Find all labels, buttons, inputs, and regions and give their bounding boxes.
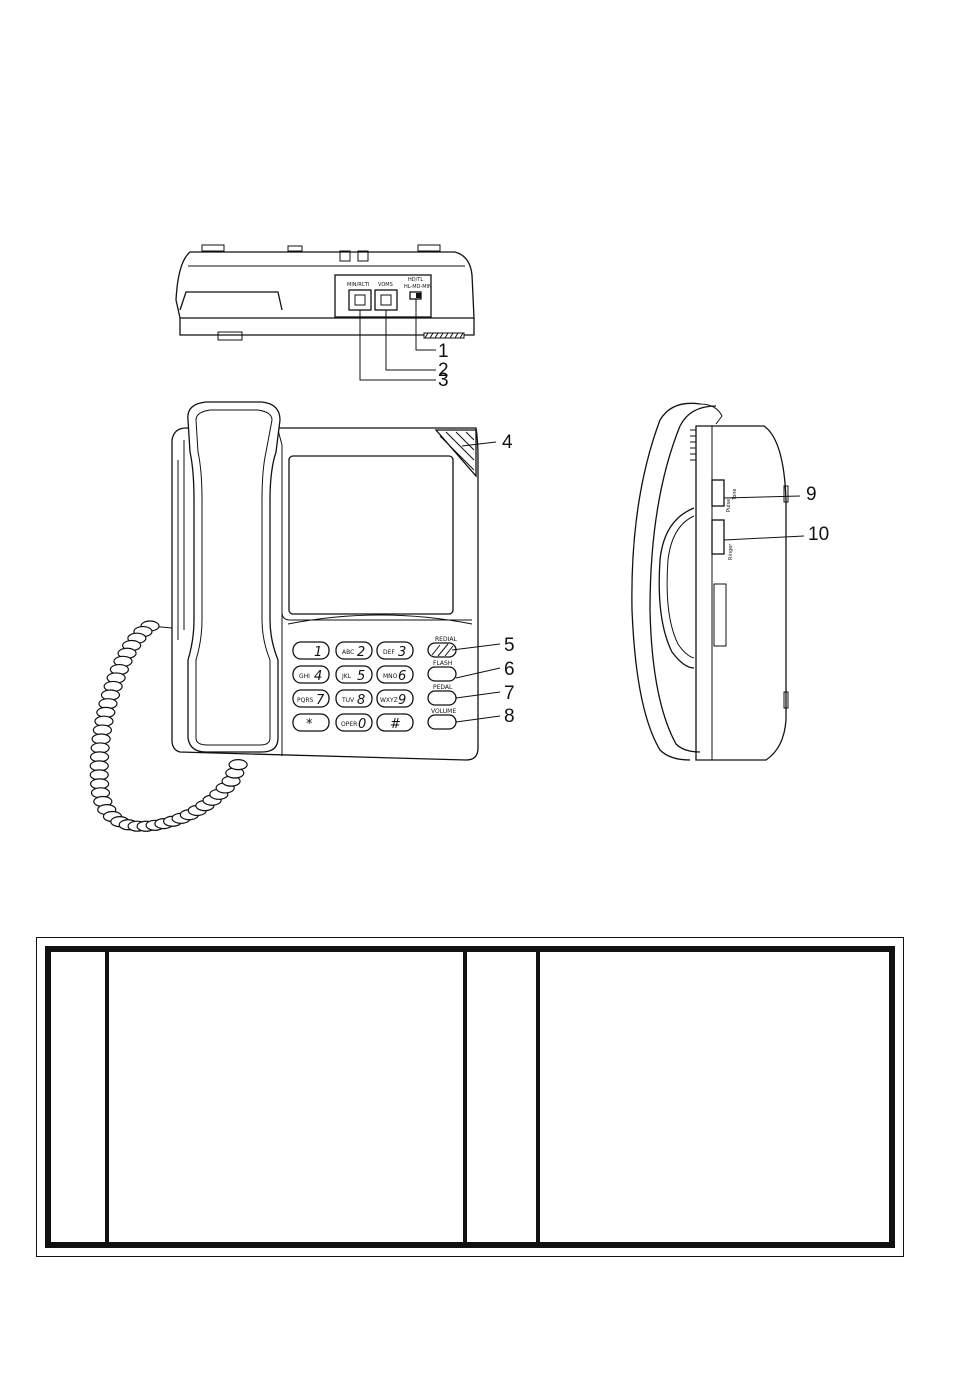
callouts: 1 2 3 4 5 6 7 8 9 10 bbox=[438, 341, 829, 727]
switch-label: HD/TL bbox=[408, 277, 423, 283]
svg-text:4: 4 bbox=[314, 669, 322, 684]
svg-text:0: 0 bbox=[358, 717, 366, 732]
jack-label-2: VOMS bbox=[378, 282, 393, 288]
callout-6: 6 bbox=[504, 659, 515, 680]
side-view: Tone Pulse Ringer bbox=[631, 402, 805, 761]
callout-8: 8 bbox=[504, 706, 515, 727]
table-col-4 bbox=[540, 952, 889, 1242]
spec-table bbox=[36, 937, 904, 1257]
callout-2: 2 bbox=[438, 360, 449, 381]
redial-button[interactable]: REDIAL bbox=[427, 636, 457, 658]
svg-text:*: * bbox=[306, 717, 313, 732]
svg-text:PEDAL: PEDAL bbox=[433, 684, 453, 691]
svg-text:7: 7 bbox=[316, 693, 325, 708]
callout-9: 9 bbox=[806, 484, 817, 505]
callout-1: 1 bbox=[438, 341, 449, 362]
jack-label-1: MIN/RCTI bbox=[347, 282, 369, 288]
callout-7: 7 bbox=[504, 683, 515, 704]
callout-4: 4 bbox=[502, 432, 513, 453]
svg-text:5: 5 bbox=[357, 669, 365, 684]
callout-3: 3 bbox=[438, 370, 449, 391]
flash-button[interactable]: FLASH bbox=[427, 660, 457, 682]
key-hash[interactable]: # bbox=[376, 713, 414, 732]
svg-text:#: # bbox=[390, 717, 401, 732]
table-col-1 bbox=[51, 952, 109, 1242]
volume-button[interactable]: VOLUME bbox=[427, 708, 457, 730]
svg-text:1: 1 bbox=[314, 645, 322, 660]
coiled-cord bbox=[89, 620, 248, 832]
handset bbox=[187, 401, 281, 753]
svg-text:9: 9 bbox=[398, 693, 406, 708]
svg-text:PQRS: PQRS bbox=[297, 697, 314, 704]
svg-text:2: 2 bbox=[357, 645, 365, 660]
callout-5: 5 bbox=[504, 635, 515, 656]
svg-text:JKL: JKL bbox=[341, 673, 352, 680]
table-col-2 bbox=[109, 952, 467, 1242]
svg-text:FLASH: FLASH bbox=[433, 660, 452, 667]
line-jack bbox=[348, 289, 372, 311]
table-col-3 bbox=[467, 952, 540, 1242]
svg-text:DEF: DEF bbox=[383, 649, 395, 656]
svg-text:WXYZ: WXYZ bbox=[380, 697, 398, 704]
handset-jack bbox=[374, 289, 398, 311]
svg-text:ABC: ABC bbox=[342, 649, 354, 656]
key-4[interactable]: GHI 4 bbox=[292, 665, 330, 684]
key-1[interactable]: 1 bbox=[292, 641, 330, 660]
key-star[interactable]: * bbox=[292, 713, 330, 732]
svg-text:8: 8 bbox=[357, 693, 365, 708]
spec-table-frame bbox=[45, 946, 895, 1248]
back-view: MIN/RCTI VOMS HD/TL HL-MD-MIN bbox=[175, 244, 475, 381]
pedal-button[interactable]: PEDAL bbox=[427, 684, 457, 706]
ringer-label: Ringer bbox=[728, 543, 734, 560]
svg-text:3: 3 bbox=[398, 645, 406, 660]
ringer-switch-side[interactable] bbox=[711, 519, 725, 555]
switch-sub-label: HL-MD-MIN bbox=[404, 284, 432, 290]
svg-text:REDIAL: REDIAL bbox=[435, 636, 457, 643]
svg-text:6: 6 bbox=[398, 669, 406, 684]
pulse-label: Pulse bbox=[726, 499, 732, 512]
svg-text:MNO: MNO bbox=[383, 673, 398, 680]
cord-coil bbox=[228, 759, 248, 771]
key-5[interactable]: JKL 5 bbox=[335, 665, 373, 684]
tone-pulse-switch[interactable] bbox=[711, 479, 725, 507]
svg-text:OPER: OPER bbox=[341, 721, 357, 728]
svg-text:TUV: TUV bbox=[341, 697, 355, 704]
telephone-diagram: MIN/RCTI VOMS HD/TL HL-MD-MIN bbox=[89, 244, 829, 832]
callout-10: 10 bbox=[808, 524, 829, 545]
tone-label: Tone bbox=[732, 488, 738, 501]
display-window bbox=[288, 455, 454, 615]
svg-text:GHI: GHI bbox=[299, 673, 310, 680]
svg-text:VOLUME: VOLUME bbox=[431, 708, 456, 715]
